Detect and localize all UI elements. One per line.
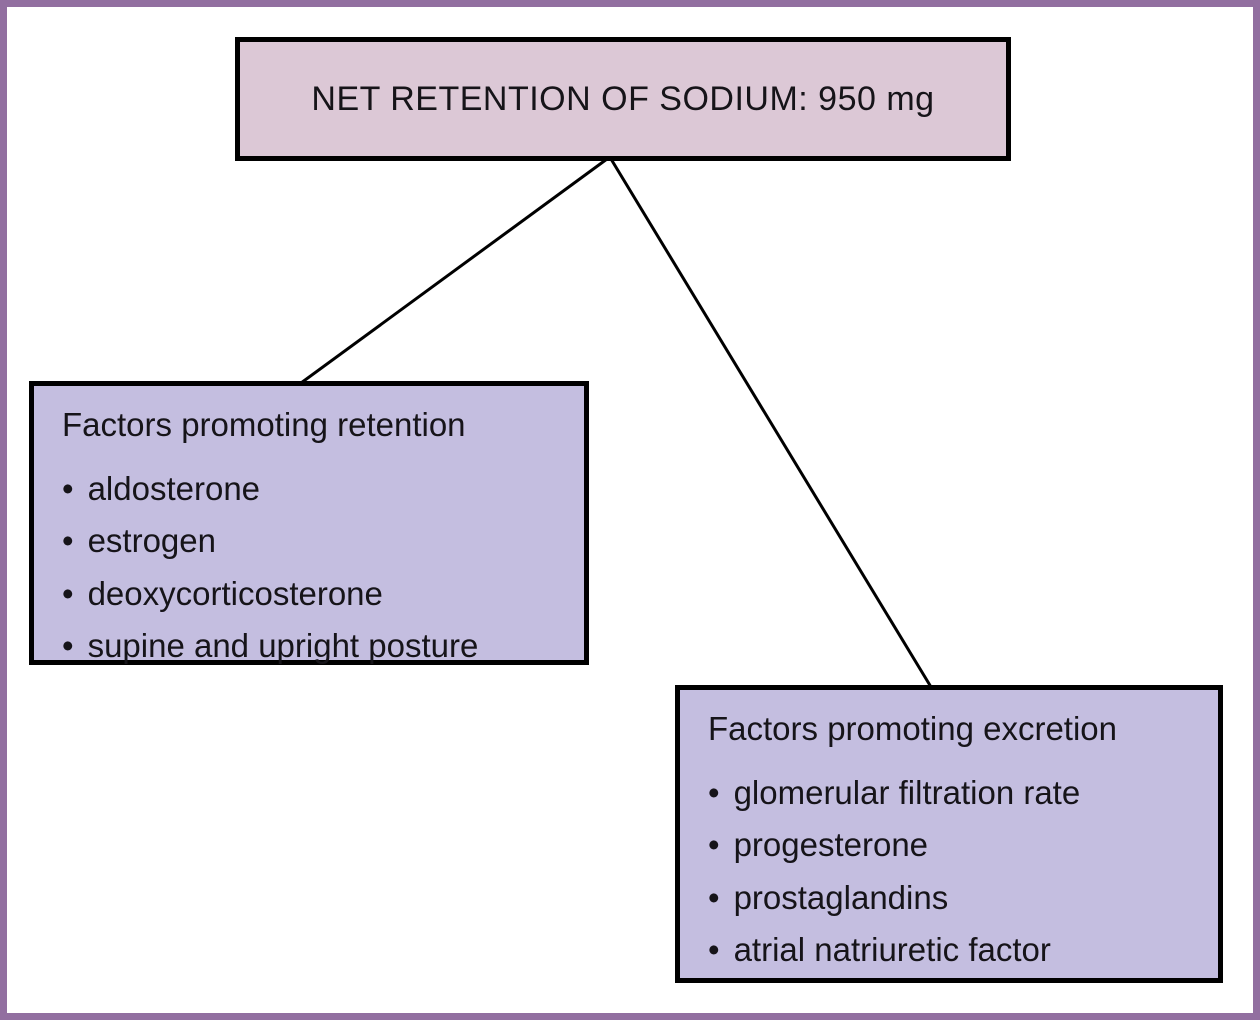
list-item-text: estrogen bbox=[87, 522, 216, 560]
list-item: • glomerular filtration rate bbox=[708, 767, 1194, 819]
list-item: • aldosterone bbox=[62, 463, 560, 515]
list-item: • prostaglandins bbox=[708, 872, 1194, 924]
list-item-text: glomerular filtration rate bbox=[733, 774, 1081, 812]
list-item-text: progesterone bbox=[733, 826, 929, 864]
excretion-factors-box: Factors promoting excretion • glomerular… bbox=[675, 685, 1223, 983]
list-item: • progesterone bbox=[708, 819, 1194, 871]
list-item-text: supine and upright posture bbox=[87, 626, 479, 664]
list-item-text: deoxycorticosterone bbox=[87, 574, 383, 612]
bullet-icon: • bbox=[708, 930, 720, 968]
connector-lines bbox=[300, 157, 933, 688]
list-item: • estrogen bbox=[62, 515, 560, 567]
root-node-label: NET RETENTION OF SODIUM: 950 mg bbox=[311, 79, 935, 118]
list-item: • supine and upright posture bbox=[62, 620, 560, 672]
root-node-net-retention: NET RETENTION OF SODIUM: 950 mg bbox=[235, 37, 1011, 161]
list-item-text: aldosterone bbox=[87, 470, 261, 508]
excretion-bullet-list: • glomerular filtration rate • progester… bbox=[708, 767, 1194, 976]
bullet-icon: • bbox=[708, 826, 720, 864]
list-item: • atrial natriuretic factor bbox=[708, 924, 1194, 976]
bullet-icon: • bbox=[708, 878, 720, 916]
bullet-icon: • bbox=[62, 522, 74, 560]
excretion-box-title: Factors promoting excretion bbox=[708, 710, 1118, 747]
retention-box-title: Factors promoting retention bbox=[62, 406, 466, 443]
connector-line-to-retention bbox=[300, 157, 608, 385]
bullet-icon: • bbox=[62, 626, 74, 664]
connector-line-to-excretion bbox=[609, 158, 933, 688]
bullet-icon: • bbox=[708, 774, 720, 812]
list-item-text: prostaglandins bbox=[733, 878, 949, 916]
retention-bullet-list: • aldosterone • estrogen • deoxycorticos… bbox=[62, 463, 560, 672]
retention-factors-box: Factors promoting retention • aldosteron… bbox=[29, 381, 589, 665]
list-item: • deoxycorticosterone bbox=[62, 568, 560, 620]
bullet-icon: • bbox=[62, 574, 74, 612]
bullet-icon: • bbox=[62, 470, 74, 508]
list-item-text: atrial natriuretic factor bbox=[733, 930, 1051, 968]
